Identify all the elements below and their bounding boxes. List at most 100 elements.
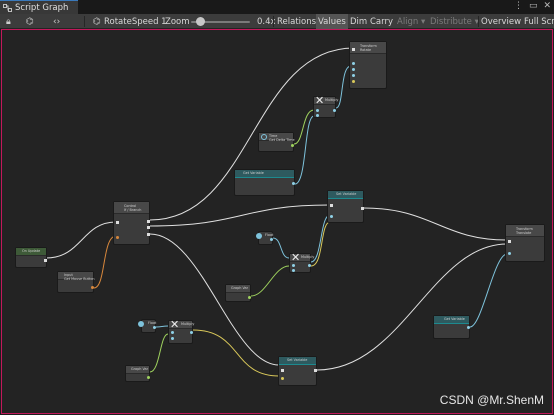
x-angle-port[interactable] xyxy=(352,62,355,65)
value-out-port[interactable] xyxy=(153,326,156,329)
product-out-port[interactable] xyxy=(190,331,193,334)
wire-float-low-to-multiply xyxy=(155,325,169,328)
zoom-slider-track[interactable] xyxy=(191,21,250,23)
clock-icon xyxy=(261,134,267,140)
multiply-icon: ✕ xyxy=(291,251,301,264)
wire-graphvar-low-to-multiply xyxy=(149,333,169,373)
wire-branch-to-rotate xyxy=(149,47,355,221)
b-in-port[interactable] xyxy=(316,114,319,117)
flow-in-port[interactable] xyxy=(352,48,355,51)
distribute-dropdown[interactable]: Distribute ▾ xyxy=(430,16,479,27)
graph-breadcrumb[interactable]: RotateSpeed 1 xyxy=(104,16,167,27)
node-graph-var-low[interactable]: Graph Var xyxy=(125,365,150,382)
wire-setvar-low-to-translate xyxy=(316,243,508,371)
overview-button[interactable]: Overview xyxy=(481,16,522,27)
relations-button[interactable]: Relations xyxy=(277,16,317,27)
value-out-port[interactable] xyxy=(292,182,295,185)
node-title: Set Variable xyxy=(287,358,308,362)
graph-breadcrumb-icon: ⌬ xyxy=(93,16,101,27)
values-button[interactable]: Values xyxy=(316,14,348,29)
product-out-port[interactable] xyxy=(308,264,311,267)
space-port[interactable] xyxy=(352,80,355,83)
flow-out-port[interactable] xyxy=(147,233,150,236)
false-out-port[interactable] xyxy=(147,226,150,229)
window-tab-bar: Script Graph ⋮ ▭ ✕ xyxy=(0,0,554,14)
flow-in-port[interactable] xyxy=(281,369,284,372)
node-on-update[interactable]: On Update xyxy=(15,247,47,268)
node-set-variable-mid[interactable]: Set Variable xyxy=(327,190,364,223)
value-out-port[interactable] xyxy=(291,144,294,147)
wire-input-to-branch xyxy=(93,235,117,289)
node-title: Float xyxy=(265,233,274,237)
maximize-icon[interactable]: ▭ xyxy=(528,1,538,11)
node-title: Graph Var xyxy=(131,367,149,371)
value-out-port[interactable] xyxy=(147,376,150,379)
multiply-icon: ✕ xyxy=(170,318,180,331)
node-multiply-mid[interactable]: ✕ Multiply xyxy=(289,251,315,273)
wire-update-to-branch xyxy=(45,221,117,259)
kebab-menu-icon[interactable]: ⋮ xyxy=(513,1,523,11)
flow-out-port[interactable] xyxy=(44,259,47,262)
wire-branch-to-setvar-low xyxy=(149,233,280,366)
translation-port[interactable] xyxy=(508,252,511,255)
wire-delta-to-multiply-top xyxy=(293,109,315,145)
tab-script-graph[interactable]: Script Graph xyxy=(0,0,78,14)
lock-icon[interactable]: 🔒︎ xyxy=(6,16,11,27)
align-dropdown[interactable]: Align ▾ xyxy=(397,16,426,27)
flow-in-port[interactable] xyxy=(330,204,333,207)
float-icon xyxy=(138,321,144,327)
float-icon xyxy=(256,233,262,239)
node-graph-var-mid[interactable]: Graph Var xyxy=(225,284,251,302)
wire-float-mid-to-multiply xyxy=(272,237,290,259)
chevron-down-icon: ▾ xyxy=(471,16,479,27)
share-icon[interactable]: ⌬ xyxy=(26,16,34,27)
zoom-slider-thumb[interactable] xyxy=(196,17,205,26)
condition-in-port[interactable] xyxy=(116,236,119,239)
flow-out-port[interactable] xyxy=(314,369,317,372)
z-angle-port[interactable] xyxy=(352,74,355,77)
node-get-variable-right[interactable]: Get Variable xyxy=(433,315,470,339)
a-in-port[interactable] xyxy=(292,264,295,267)
dim-button[interactable]: Dim xyxy=(350,16,368,27)
close-icon[interactable]: ✕ xyxy=(543,1,551,11)
full-screen-button[interactable]: Full Scr xyxy=(524,16,554,27)
node-set-variable-low[interactable]: Set Variable xyxy=(278,356,317,386)
y-angle-port[interactable] xyxy=(352,68,355,71)
carry-button[interactable]: Carry xyxy=(370,16,394,27)
product-out-port[interactable] xyxy=(333,109,336,112)
value-out-port[interactable] xyxy=(467,326,470,329)
b-in-port[interactable] xyxy=(292,269,295,272)
node-multiply-low[interactable]: ✕ Multiply xyxy=(168,318,194,344)
tab-title: Script Graph xyxy=(15,2,69,13)
value-in-port[interactable] xyxy=(281,377,284,380)
value-out-port[interactable] xyxy=(248,296,251,299)
node-get-variable-1[interactable]: Get Variable xyxy=(234,169,295,196)
a-in-port[interactable] xyxy=(171,331,174,334)
a-in-port[interactable] xyxy=(316,109,319,112)
b-in-port[interactable] xyxy=(171,337,174,340)
node-float-mid[interactable]: Float xyxy=(256,231,274,245)
value-out-port[interactable] xyxy=(91,286,94,289)
value-in-port[interactable] xyxy=(330,215,333,218)
code-view-icon[interactable]: ‹› xyxy=(53,16,61,27)
node-multiply-top[interactable]: ✕ Multiply xyxy=(313,94,338,118)
true-out-port[interactable] xyxy=(147,220,150,223)
flow-in-port[interactable] xyxy=(508,240,511,243)
value-out-port[interactable] xyxy=(270,238,273,241)
flow-in-port[interactable] xyxy=(116,221,119,224)
flow-out-port[interactable] xyxy=(361,207,364,210)
zoom-label: Zoom xyxy=(165,16,190,27)
node-float-low[interactable]: Float xyxy=(138,319,156,333)
node-title: On Update xyxy=(22,249,41,253)
node-title: Set Variable xyxy=(336,192,357,196)
node-title: Get Variable xyxy=(243,171,264,175)
node-title: Multiply xyxy=(301,255,315,259)
